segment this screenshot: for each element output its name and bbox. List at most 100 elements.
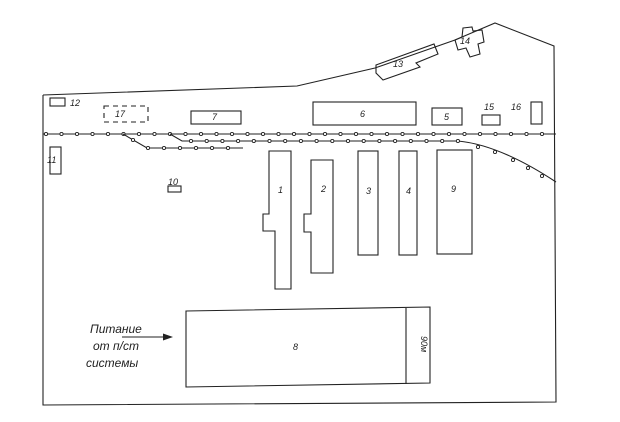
rail-marker bbox=[145, 145, 151, 151]
building-10: 10 bbox=[167, 177, 182, 193]
rail-marker bbox=[298, 138, 303, 144]
rail-marker bbox=[446, 131, 452, 137]
rail-marker bbox=[400, 131, 405, 137]
site-boundary bbox=[42, 22, 557, 406]
rail-marker bbox=[177, 145, 183, 151]
rail-marker bbox=[525, 165, 531, 171]
rail-marker bbox=[245, 131, 250, 137]
rail-marker bbox=[424, 138, 429, 144]
rail-marker bbox=[440, 138, 445, 144]
rail-marker bbox=[475, 144, 481, 150]
building-12: 12 bbox=[49, 97, 80, 108]
rail-marker bbox=[524, 131, 529, 137]
rail-marker bbox=[193, 145, 199, 151]
rail-marker bbox=[361, 138, 366, 144]
rail-marker bbox=[510, 157, 516, 163]
building-13: 13 bbox=[375, 43, 439, 81]
building-5: 5 bbox=[431, 107, 463, 126]
rail-marker bbox=[214, 131, 219, 137]
rail-marker bbox=[198, 131, 204, 137]
rail-marker bbox=[291, 131, 297, 137]
svg-text:6: 6 bbox=[360, 109, 365, 119]
rail-marker bbox=[283, 138, 288, 144]
svg-text:7: 7 bbox=[212, 112, 218, 122]
building-16: 16 bbox=[511, 101, 543, 125]
rail-marker bbox=[130, 137, 136, 143]
rail-marker bbox=[74, 131, 80, 137]
building-8: 8 90м bbox=[185, 306, 431, 388]
rail-marker bbox=[204, 138, 209, 144]
building-17-planned: 17 bbox=[103, 105, 149, 123]
rail-marker bbox=[539, 131, 545, 137]
svg-text:15: 15 bbox=[484, 102, 495, 112]
svg-text:4: 4 bbox=[406, 186, 411, 196]
rail-marker bbox=[539, 173, 545, 179]
rail-marker bbox=[314, 138, 319, 144]
rail-marker bbox=[345, 138, 351, 144]
railway-siding bbox=[122, 133, 557, 183]
rail-marker bbox=[209, 145, 215, 151]
svg-text:от п/ст: от п/ст bbox=[93, 339, 139, 353]
rail-marker bbox=[431, 131, 436, 137]
svg-text:системы: системы bbox=[86, 356, 138, 370]
building-15: 15 bbox=[481, 102, 501, 126]
svg-text:14: 14 bbox=[460, 36, 470, 46]
rail-marker bbox=[220, 138, 225, 144]
railway-main bbox=[43, 131, 556, 137]
building-2: 2 bbox=[303, 159, 334, 274]
building-9: 9 bbox=[436, 149, 473, 255]
svg-text:8: 8 bbox=[293, 342, 298, 352]
rail-marker bbox=[369, 131, 374, 137]
svg-text:13: 13 bbox=[393, 59, 403, 69]
svg-text:2: 2 bbox=[320, 184, 326, 194]
building-3: 3 bbox=[357, 150, 379, 256]
dimension-label: 90м bbox=[419, 336, 429, 352]
rail-marker bbox=[393, 138, 398, 144]
svg-text:17: 17 bbox=[115, 109, 126, 119]
svg-text:3: 3 bbox=[366, 186, 371, 196]
rail-marker bbox=[59, 131, 64, 137]
arrow-head-icon bbox=[163, 333, 173, 341]
rail-marker bbox=[408, 138, 413, 144]
building-14: 14 bbox=[454, 26, 485, 58]
building-11: 11 bbox=[47, 146, 62, 175]
svg-text:5: 5 bbox=[444, 112, 450, 122]
rail-marker bbox=[161, 145, 167, 151]
rail-marker bbox=[136, 131, 142, 137]
rail-marker bbox=[307, 131, 312, 137]
rail-marker bbox=[267, 138, 272, 144]
building-6: 6 bbox=[312, 101, 417, 126]
building-7: 7 bbox=[190, 110, 242, 125]
rail-marker bbox=[183, 131, 188, 137]
rail-marker bbox=[353, 131, 359, 137]
svg-text:Питание: Питание bbox=[90, 322, 142, 336]
rail-marker bbox=[188, 138, 194, 144]
rail-marker bbox=[236, 138, 241, 144]
rail-marker bbox=[43, 131, 49, 137]
rail-marker bbox=[260, 131, 266, 137]
rail-marker bbox=[415, 131, 421, 137]
rail-marker bbox=[90, 131, 95, 137]
rail-marker bbox=[493, 131, 498, 137]
rail-marker bbox=[276, 131, 281, 137]
rail-marker bbox=[105, 131, 111, 137]
rail-marker bbox=[477, 131, 483, 137]
rail-marker bbox=[492, 149, 498, 155]
rail-marker bbox=[322, 131, 328, 137]
rail-marker bbox=[152, 131, 157, 137]
building-4: 4 bbox=[398, 150, 418, 256]
rail-marker bbox=[251, 138, 256, 144]
svg-text:10: 10 bbox=[168, 177, 178, 187]
building-1: 1 bbox=[262, 150, 292, 290]
svg-text:9: 9 bbox=[451, 184, 456, 194]
rail-marker bbox=[462, 131, 467, 137]
rail-marker bbox=[330, 138, 335, 144]
rail-marker bbox=[377, 138, 382, 144]
svg-text:12: 12 bbox=[70, 98, 80, 108]
rail-marker bbox=[225, 145, 231, 151]
rail-marker bbox=[338, 131, 343, 137]
power-supply-label: Питание от п/ст системы bbox=[86, 322, 173, 370]
rail-marker bbox=[455, 138, 460, 144]
rail-marker bbox=[508, 131, 514, 137]
